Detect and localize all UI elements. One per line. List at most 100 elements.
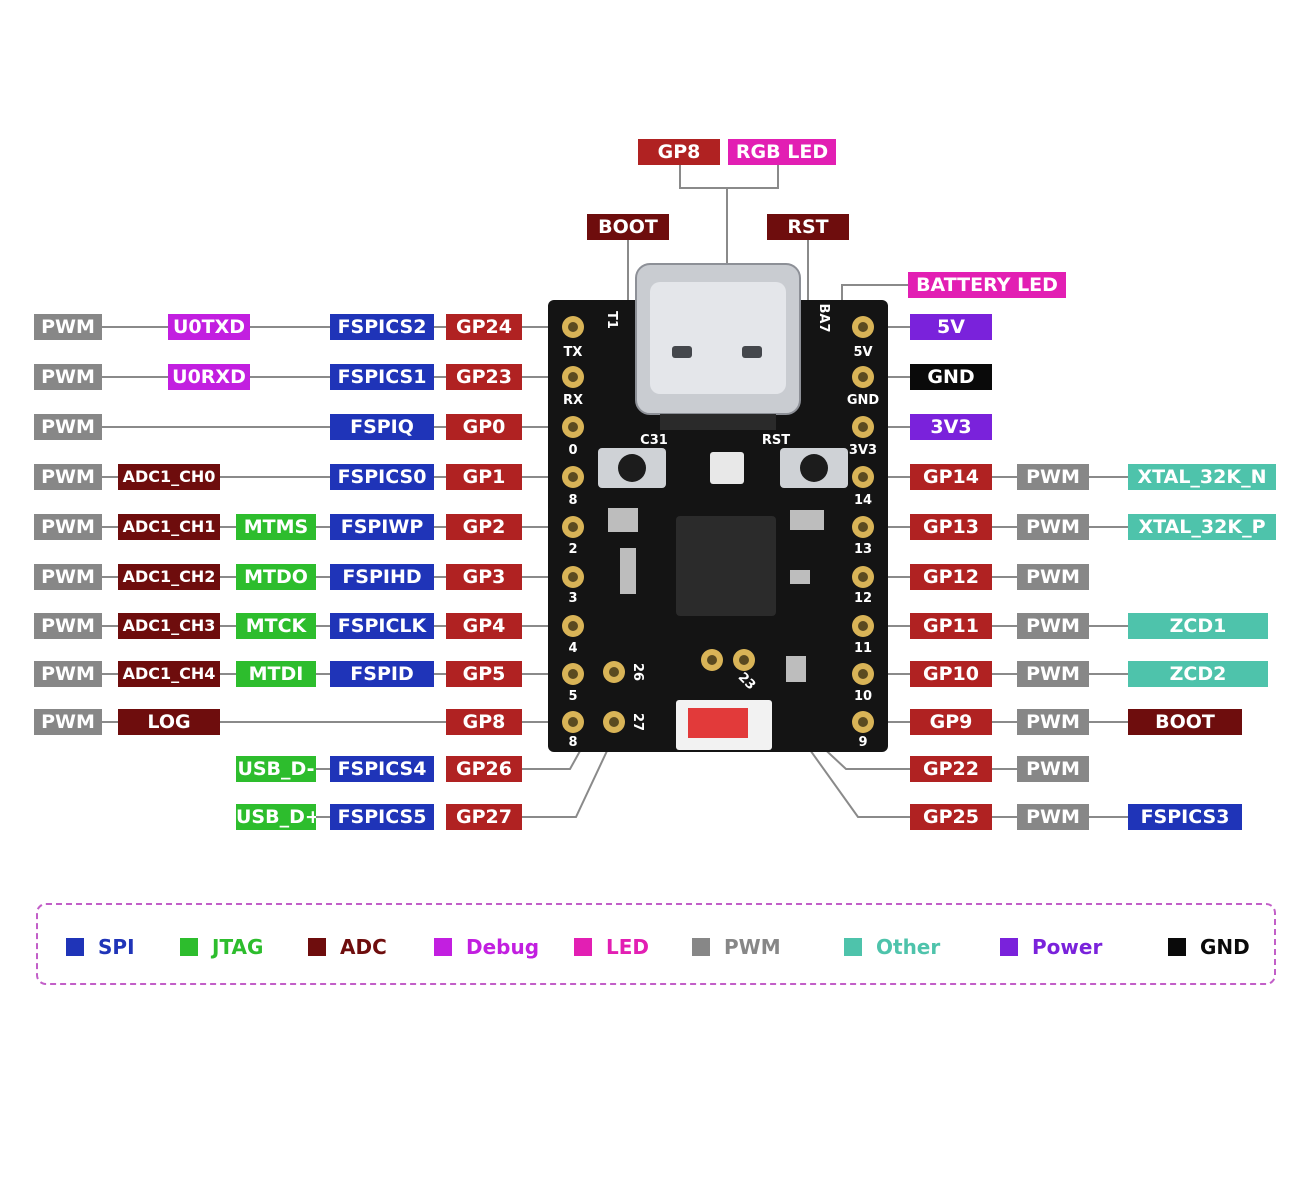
- legend-swatch: [1168, 938, 1186, 956]
- left-spi-label-3: FSPICS0: [330, 464, 434, 490]
- right-other-label-8: BOOT: [1128, 709, 1242, 735]
- silk-left-1: RX: [563, 393, 583, 408]
- left-spi-label-1: FSPICS1: [330, 364, 434, 390]
- legend-swatch: [180, 938, 198, 956]
- right-other-label-4: XTAL_32K_P: [1128, 514, 1276, 540]
- left-spi-label-6: FSPICLK: [330, 613, 434, 639]
- legend-swatch: [844, 938, 862, 956]
- right-other-label-3: XTAL_32K_N: [1128, 464, 1276, 490]
- legend-item-led: LED: [574, 935, 649, 959]
- legend-swatch: [66, 938, 84, 956]
- left-jtag-label-5: MTDO: [236, 564, 316, 590]
- line-rgb-bracket: [679, 165, 779, 189]
- legend-label: Debug: [466, 935, 540, 959]
- right-pwm-label-5: PWM: [1017, 564, 1089, 590]
- left-gp-label-3: GP1: [446, 464, 522, 490]
- left-debug-label-1: U0RXD: [168, 364, 250, 390]
- top-boot-label: BOOT: [587, 214, 669, 240]
- line-gp27: [522, 735, 615, 818]
- left-pwm-label-8: PWM: [34, 709, 102, 735]
- left-jtag-label-6: MTCK: [236, 613, 316, 639]
- right-main-label-5: GP12: [910, 564, 992, 590]
- legend-label: SPI: [98, 935, 135, 959]
- legend-label: GND: [1200, 935, 1250, 959]
- top-rst-label: RST: [767, 214, 849, 240]
- legend-item-debug: Debug: [434, 935, 539, 959]
- silk-left-2: 0: [568, 443, 577, 458]
- left-pwm-label-3: PWM: [34, 464, 102, 490]
- right-pwm-label-3: PWM: [1017, 464, 1089, 490]
- legend-item-pwm: PWM: [692, 935, 781, 959]
- right-pwm-label-8: PWM: [1017, 709, 1089, 735]
- left-pwm-label-2: PWM: [34, 414, 102, 440]
- legend-label: ADC: [340, 935, 387, 959]
- legend-swatch: [434, 938, 452, 956]
- left-jtag-label-9: USB_D-: [236, 756, 316, 782]
- legend-label: LED: [606, 935, 650, 959]
- left-adc-label-6: ADC1_CH3: [118, 613, 220, 639]
- right-main-label-4: GP13: [910, 514, 992, 540]
- silk-left-0: TX: [564, 345, 583, 360]
- rgb-led: [710, 452, 744, 484]
- legend-swatch: [308, 938, 326, 956]
- left-spi-label-5: FSPIHD: [330, 564, 434, 590]
- silk-right-4: 13: [854, 542, 872, 557]
- legend-swatch: [574, 938, 592, 956]
- right-pwm-label-7: PWM: [1017, 661, 1089, 687]
- left-adc-label-4: ADC1_CH1: [118, 514, 220, 540]
- left-gp-label-4: GP2: [446, 514, 522, 540]
- silk-left-7: 5: [568, 689, 577, 704]
- legend-label: JTAG: [212, 935, 264, 959]
- silk-right-1: GND: [847, 393, 880, 408]
- right-other-label-6: ZCD1: [1128, 613, 1268, 639]
- silk-rst: RST: [762, 433, 790, 448]
- left-jtag-label-7: MTDI: [236, 661, 316, 687]
- legend-item-gnd: GND: [1168, 935, 1250, 959]
- legend-item-other: Other: [844, 935, 940, 959]
- silk-right-5: 12: [854, 591, 872, 606]
- right-pwm-label-4: PWM: [1017, 514, 1089, 540]
- silk-t1: T1: [604, 311, 619, 329]
- right-other-label-10: FSPICS3: [1128, 804, 1242, 830]
- silk-left-4: 2: [568, 542, 577, 557]
- left-spi-label-2: FSPIQ: [330, 414, 434, 440]
- left-pwm-label-5: PWM: [34, 564, 102, 590]
- silk-right-2: 3V3: [849, 443, 877, 458]
- right-other-label-7: ZCD2: [1128, 661, 1268, 687]
- legend-item-spi: SPI: [66, 935, 135, 959]
- legend-item-jtag: JTAG: [180, 935, 263, 959]
- mcu-chip: [676, 516, 776, 616]
- silk-right-0: 5V: [853, 345, 872, 360]
- left-gp-label-6: GP4: [446, 613, 522, 639]
- left-gp-label-8: GP8: [446, 709, 522, 735]
- legend-label: Power: [1032, 935, 1103, 959]
- right-pwm-label-6: PWM: [1017, 613, 1089, 639]
- left-pwm-label-6: PWM: [34, 613, 102, 639]
- legend-swatch: [692, 938, 710, 956]
- left-adc-label-3: ADC1_CH0: [118, 464, 220, 490]
- silk-left-6: 4: [568, 641, 577, 656]
- silk-ba7: BA7: [816, 303, 831, 332]
- left-pwm-label-1: PWM: [34, 364, 102, 390]
- left-gp-label-10: GP27: [446, 804, 522, 830]
- right-main-label-7: GP10: [910, 661, 992, 687]
- silk-26: 26: [630, 663, 645, 681]
- left-adc-label-5: ADC1_CH2: [118, 564, 220, 590]
- legend: SPI JTAG ADC Debug LED PWM Other Power GND: [36, 903, 1276, 985]
- silk-right-6: 11: [854, 641, 872, 656]
- right-main-label-1: GND: [910, 364, 992, 390]
- silk-left-3: 8: [568, 493, 577, 508]
- left-adc-label-7: ADC1_CH4: [118, 661, 220, 687]
- left-gp-label-5: GP3: [446, 564, 522, 590]
- left-spi-label-0: FSPICS2: [330, 314, 434, 340]
- legend-item-adc: ADC: [308, 935, 387, 959]
- right-main-label-8: GP9: [910, 709, 992, 735]
- right-main-label-2: 3V3: [910, 414, 992, 440]
- legend-swatch: [1000, 938, 1018, 956]
- left-jtag-label-4: MTMS: [236, 514, 316, 540]
- silk-right-8: 9: [858, 735, 867, 750]
- left-jtag-label-10: USB_D+: [236, 804, 316, 830]
- right-main-label-10: GP25: [910, 804, 992, 830]
